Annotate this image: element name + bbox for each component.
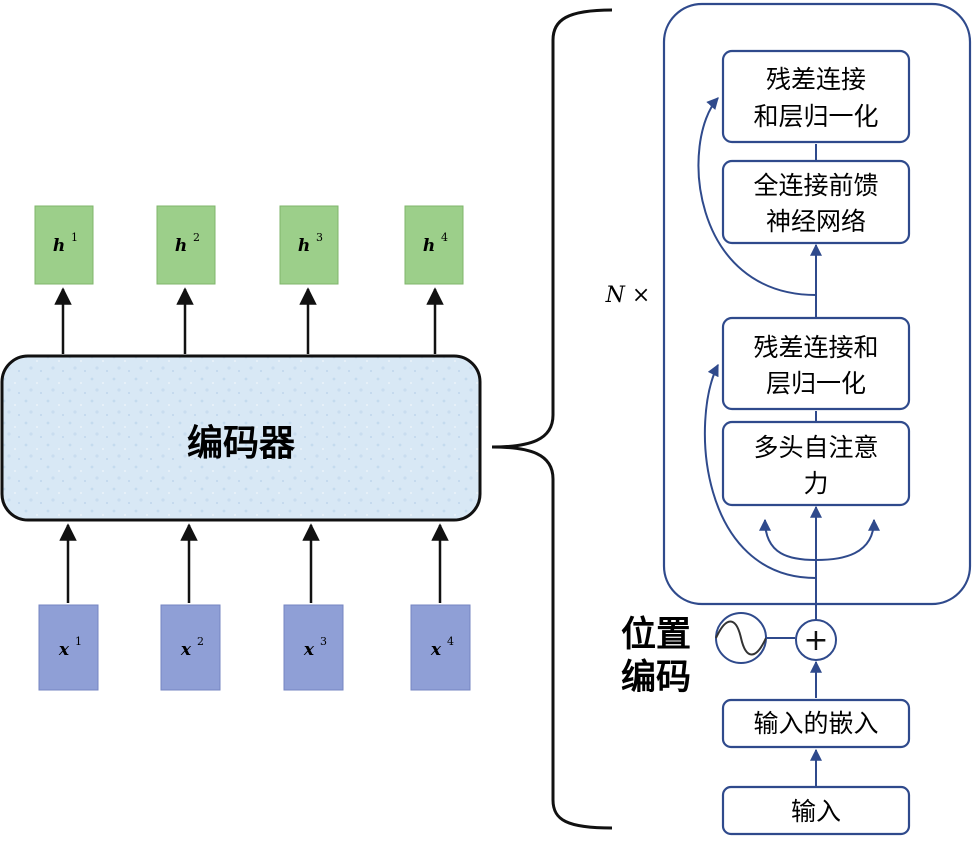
- output-box-h4: h 4: [404, 205, 464, 285]
- svg-text:力: 力: [803, 469, 828, 498]
- svg-text:全连接前馈: 全连接前馈: [753, 171, 878, 200]
- svg-text:1: 1: [71, 231, 78, 244]
- input-box-x2: x 2: [160, 604, 221, 691]
- output-box-h1: h 1: [34, 205, 94, 285]
- svg-text:编码: 编码: [621, 657, 691, 698]
- self-attention-block: 多头自注意 力: [721, 420, 911, 507]
- svg-text:输入: 输入: [791, 797, 841, 826]
- encoder-input-arrows: [59, 523, 449, 603]
- expansion-brace: [491, 8, 613, 830]
- svg-text:x: x: [180, 640, 192, 660]
- layer-connections: [697, 97, 880, 620]
- svg-text:和层归一化: 和层归一化: [753, 102, 878, 131]
- svg-text:h: h: [175, 236, 187, 256]
- svg-text:输入的嵌入: 输入的嵌入: [753, 709, 878, 738]
- positional-encoding-label: 位置: [621, 614, 691, 655]
- svg-text:h: h: [53, 236, 65, 256]
- input-embedding-block: 输入的嵌入: [721, 698, 911, 749]
- svg-text:x: x: [430, 640, 442, 660]
- add-operator: +: [795, 619, 837, 661]
- encoder-block: 编码器: [0, 354, 482, 522]
- svg-text:x: x: [58, 640, 70, 660]
- svg-text:神经网络: 神经网络: [766, 207, 866, 236]
- encoder-inputs: x 1 x 2 x 3 x 4: [38, 604, 471, 691]
- svg-text:4: 4: [441, 231, 448, 244]
- output-box-h2: h 2: [156, 205, 216, 285]
- svg-text:+: +: [803, 623, 828, 658]
- repeat-label: N ×: [605, 283, 651, 308]
- positional-encoding: 位置 编码 +: [621, 612, 837, 698]
- encoder-output-arrows: [54, 287, 444, 354]
- add-norm-bottom-block: 残差连接和 层归一化: [721, 316, 911, 411]
- svg-text:h: h: [298, 236, 310, 256]
- svg-text:3: 3: [320, 635, 327, 648]
- svg-text:层归一化: 层归一化: [766, 369, 866, 398]
- svg-text:h: h: [423, 236, 435, 256]
- feed-forward-block: 全连接前馈 神经网络: [721, 159, 911, 245]
- svg-text:2: 2: [197, 635, 204, 648]
- encoder-label: 编码器: [187, 422, 296, 464]
- svg-text:x: x: [303, 640, 315, 660]
- input-box-x4: x 4: [410, 604, 471, 691]
- input-box-x3: x 3: [283, 604, 344, 691]
- svg-text:1: 1: [75, 635, 82, 648]
- svg-text:残差连接: 残差连接: [766, 65, 866, 94]
- svg-text:多头自注意: 多头自注意: [753, 433, 878, 462]
- output-box-h3: h 3: [279, 205, 339, 285]
- sine-wave-icon: [715, 612, 767, 664]
- encoder-outputs: h 1 h 2 h 3 h 4: [34, 205, 464, 285]
- svg-text:2: 2: [193, 231, 200, 244]
- input-block: 输入: [721, 785, 911, 836]
- svg-text:4: 4: [447, 635, 454, 648]
- input-box-x1: x 1: [38, 604, 99, 691]
- add-norm-top-block: 残差连接 和层归一化: [721, 49, 911, 144]
- svg-text:3: 3: [316, 231, 323, 244]
- svg-text:残差连接和: 残差连接和: [753, 333, 878, 362]
